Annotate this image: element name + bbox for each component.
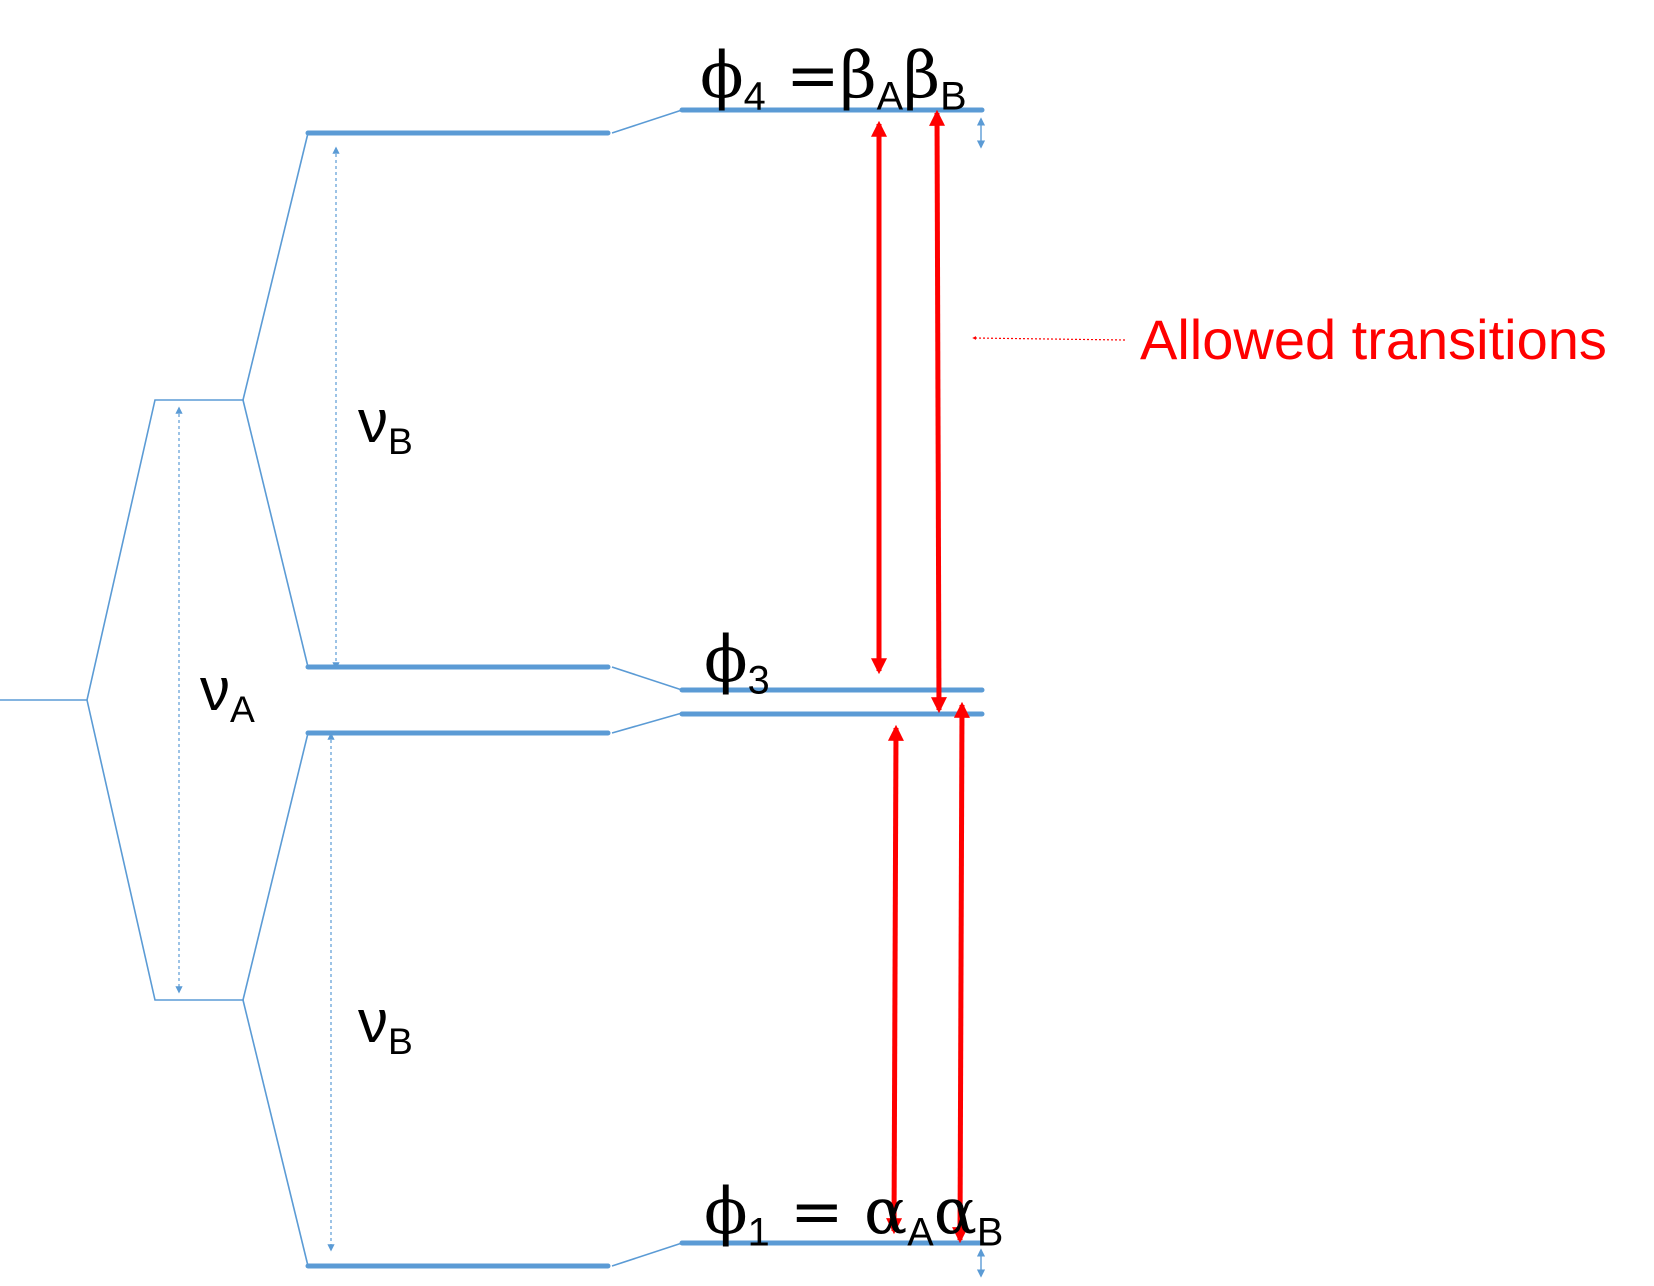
transition-2-1-arrow	[886, 724, 904, 1235]
phi3-subscript: 3	[747, 658, 770, 703]
phi3-label: ϕ3	[704, 628, 770, 701]
phi4-symbol: ϕ	[700, 39, 744, 113]
correlation-lines	[611, 109, 683, 1267]
nu-b-upper-subscript: B	[388, 419, 413, 462]
phi4-beta-a: β	[839, 39, 877, 113]
nu-b-split-bottom	[242, 999, 309, 1267]
nu-a-symbol: ν	[200, 656, 230, 723]
transition-3-1-arrow	[952, 701, 970, 1244]
correlation-line-1	[611, 1242, 683, 1267]
dimension-arrows	[175, 146, 340, 1252]
phi4-beta-b-subscript: B	[940, 74, 967, 119]
nu-b-upper-label: νB	[358, 392, 413, 460]
phi4-label: ϕ4 =βAβB	[700, 44, 967, 117]
phi1-alpha-a-subscript: A	[907, 1210, 934, 1255]
nu-b-lower-label: νB	[358, 992, 413, 1060]
nu-a-split-lower	[86, 699, 243, 1001]
phi1-subscript: 1	[747, 1210, 770, 1255]
phi1-alpha-b-subscript: B	[976, 1210, 1004, 1255]
phi1-alpha-a: α	[864, 1175, 908, 1249]
nu-b-split-lower-mid	[242, 732, 309, 1001]
phi1-label: ϕ1 = αAαB	[704, 1180, 1003, 1253]
nu-b-lower-symbol: ν	[358, 988, 388, 1055]
nu-a-label: νA	[200, 660, 255, 728]
nu-b-split-upper-mid	[242, 399, 309, 668]
phi1-equals: =	[790, 1175, 844, 1249]
nu-a-split-upper	[86, 399, 243, 701]
phi4-subscript: 4	[743, 74, 766, 119]
uncoupled-levels	[305, 130, 611, 1269]
phi4-beta-b: β	[903, 39, 941, 113]
correlation-line-2	[611, 712, 683, 734]
transition-4-2-arrow	[929, 109, 947, 714]
allowed-transitions-label: Allowed transitions	[1140, 308, 1607, 371]
phi1-symbol: ϕ	[704, 1175, 748, 1249]
nu-b-split-top	[242, 132, 309, 401]
phi1-alpha-b: α	[933, 1175, 977, 1249]
phi4-equals: =	[786, 39, 840, 113]
phi4-beta-a-subscript: A	[876, 74, 904, 119]
nu-b-lower-subscript: B	[388, 1019, 413, 1062]
phi3-symbol: ϕ	[704, 623, 748, 697]
allowed-transitions-pointer	[972, 336, 1126, 341]
nu-a-subscript: A	[230, 687, 255, 730]
nu-b-upper-symbol: ν	[358, 388, 388, 455]
allowed-transitions	[870, 109, 1126, 1244]
correlation-line-4	[611, 109, 683, 134]
correlation-line-3	[611, 666, 683, 691]
splitting-tree	[0, 132, 309, 1267]
